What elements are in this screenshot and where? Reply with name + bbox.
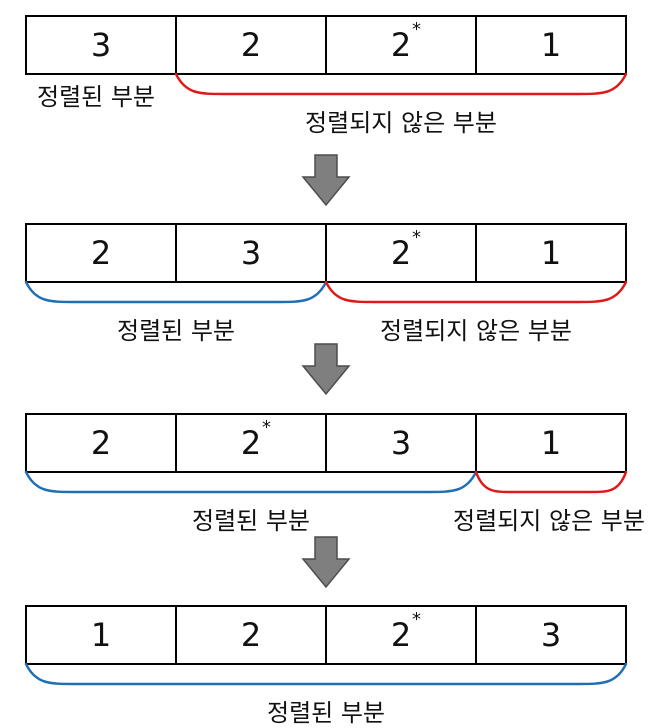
down-arrow-icon	[301, 536, 351, 589]
unsorted-part-brace	[324, 280, 628, 304]
cell-value: 1	[541, 424, 561, 462]
array-cell	[25, 15, 177, 75]
unsorted-part-label: 정렬되지 않은 부분	[305, 109, 497, 137]
array-cell	[25, 605, 177, 665]
unsorted-part-label: 정렬되지 않은 부분	[453, 507, 645, 535]
sorted-part-label: 정렬된 부분	[267, 699, 385, 727]
sorted-part-label: 정렬된 부분	[37, 83, 155, 111]
cell-value: 2	[241, 424, 261, 462]
cell-value: 2	[91, 234, 111, 272]
cell-value: 2	[391, 234, 411, 272]
sorted-part-label: 정렬된 부분	[192, 507, 310, 535]
duplicate-marker: *	[412, 609, 421, 630]
array-cell	[175, 413, 327, 473]
cell-value: 2	[241, 616, 261, 654]
unsorted-part-label: 정렬되지 않은 부분	[380, 317, 572, 345]
cell-value: 2	[91, 424, 111, 462]
down-arrow-icon	[301, 343, 351, 396]
array-cell	[25, 413, 177, 473]
cell-value: 1	[541, 234, 561, 272]
array-cell	[475, 15, 627, 75]
sorted-part-brace	[24, 662, 628, 686]
array-cell	[175, 15, 327, 75]
array-cell	[475, 413, 627, 473]
cell-value: 2	[391, 616, 411, 654]
duplicate-marker: *	[262, 417, 271, 438]
down-arrow-icon	[301, 154, 351, 207]
array-cell	[175, 605, 327, 665]
unsorted-part-brace	[174, 72, 628, 96]
unsorted-part-brace	[474, 470, 628, 494]
array-cell	[475, 223, 627, 283]
duplicate-marker: *	[412, 227, 421, 248]
array-cell	[475, 605, 627, 665]
cell-value: 1	[541, 26, 561, 64]
cell-value: 2	[241, 26, 261, 64]
array-cell	[325, 15, 477, 75]
cell-value: 3	[241, 234, 261, 272]
cell-value: 3	[391, 424, 411, 462]
sorted-part-brace	[24, 470, 478, 494]
cell-value: 3	[91, 26, 111, 64]
sorted-part-brace	[24, 280, 328, 304]
sorted-part-label: 정렬된 부분	[117, 317, 235, 345]
array-cell	[25, 223, 177, 283]
duplicate-marker: *	[412, 19, 421, 40]
cell-value: 2	[391, 26, 411, 64]
array-cell	[325, 223, 477, 283]
array-cell	[175, 223, 327, 283]
cell-value: 3	[541, 616, 561, 654]
cell-value: 1	[91, 616, 111, 654]
